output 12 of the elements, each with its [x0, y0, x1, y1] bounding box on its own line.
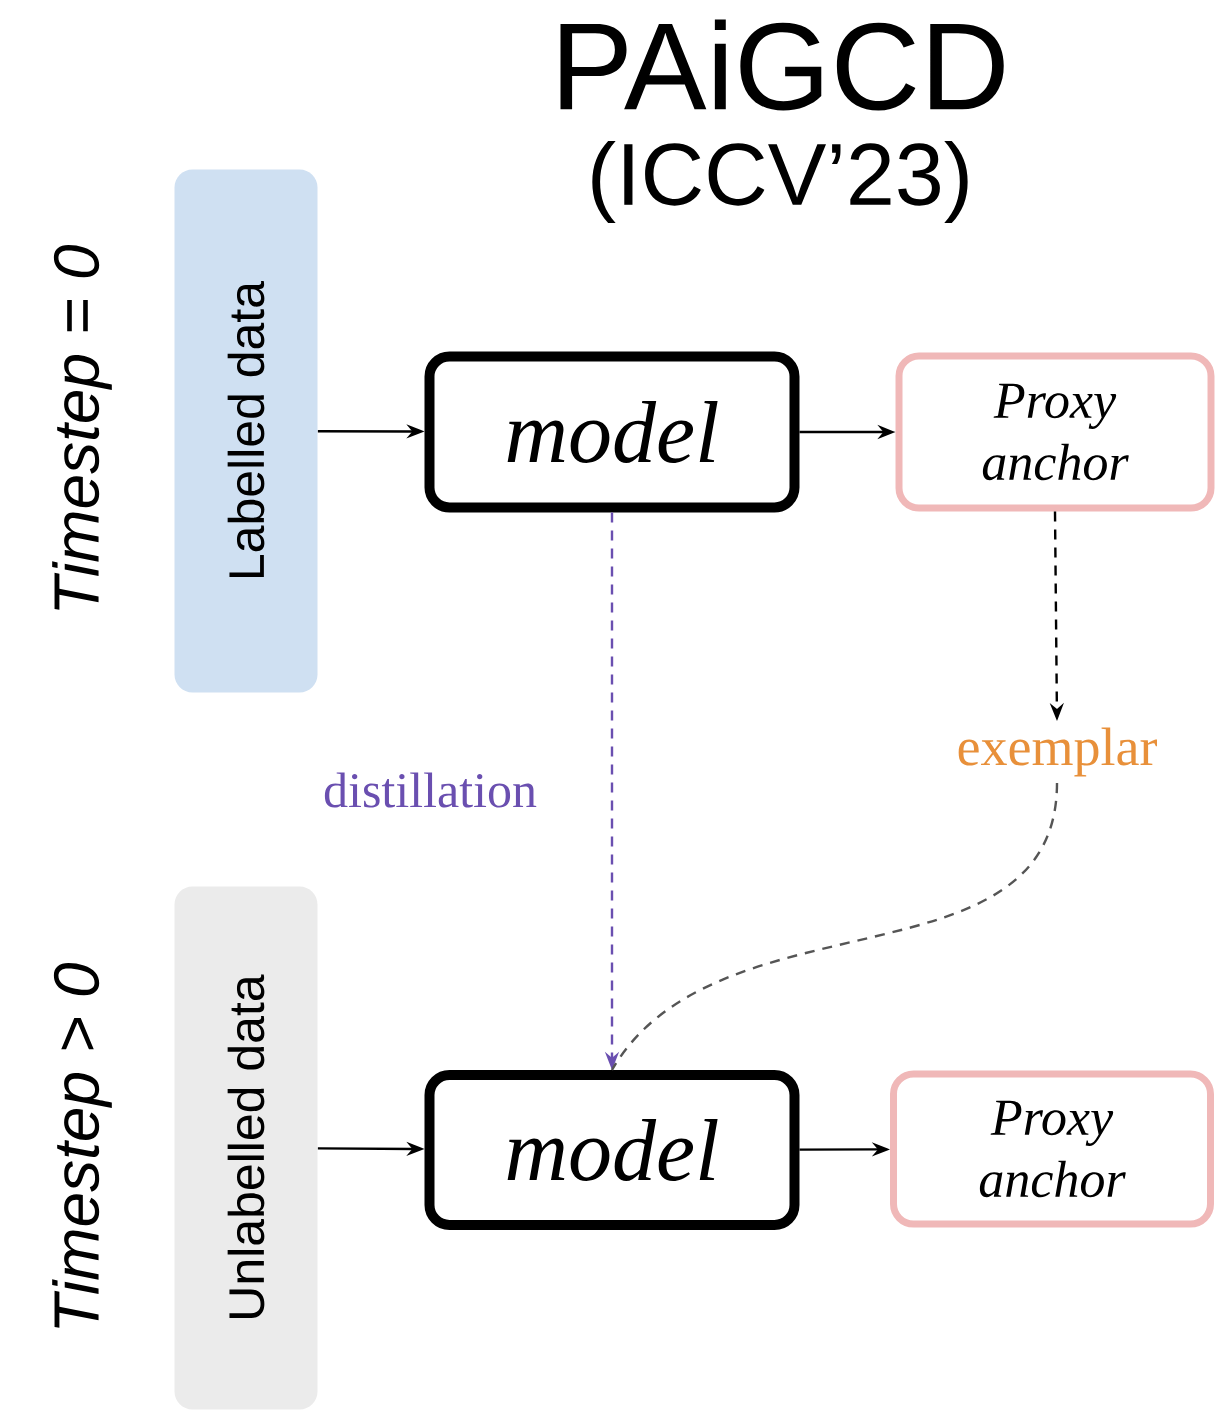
timestep-label: Timestep > 0: [52, 963, 112, 1328]
data-box: Unlabelled data: [174, 886, 318, 1410]
data-box: Labelled data: [174, 169, 318, 693]
timestep-label: Timestep = 0: [52, 245, 112, 610]
edge-label: distillation: [324, 772, 537, 808]
proxy-anchor-box: Proxy anchor: [895, 352, 1215, 512]
model-box: model: [424, 1070, 800, 1230]
model-box: model: [424, 351, 800, 513]
proxy-anchor-box: Proxy anchor: [890, 1070, 1214, 1228]
title: PAiGCD: [560, 19, 1004, 111]
subtitle: (ICCV’23): [592, 141, 968, 223]
exemplar-label: exemplar: [958, 727, 1157, 777]
